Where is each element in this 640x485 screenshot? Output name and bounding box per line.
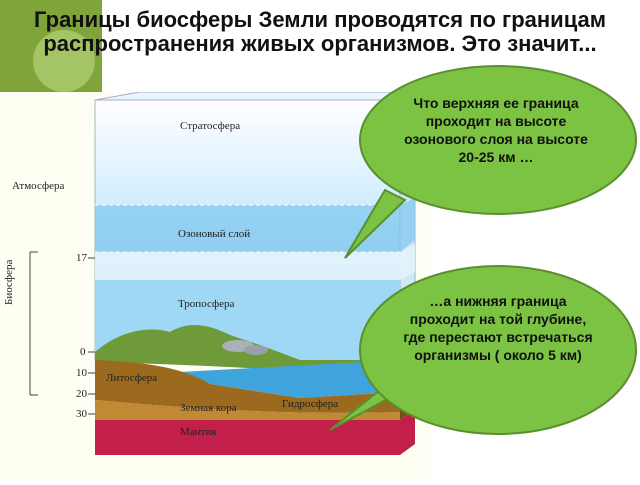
scale-10: 10 [76,367,87,379]
label-mantle: Мантия [180,426,217,438]
scale-20: 20 [76,388,87,400]
label-troposphere: Тропосфера [178,298,235,310]
label-ozone: Озоновый слой [178,228,251,240]
scale-0: 0 [80,346,86,358]
slide-title: Границы биосферы Земли проводятся по гра… [0,8,640,56]
title-line-1: Границы биосферы Земли проводятся по гра… [34,7,606,32]
label-hydrosphere: Гидросфера [282,398,339,410]
scale-17: 17 [76,252,87,264]
bubble-top-text: Что верхняя ее граница проходит на высот… [404,95,588,165]
scale-30: 30 [76,408,87,420]
label-atmosphere: Атмосфера [12,180,65,192]
title-line-2: распространения живых организмов. Это зн… [43,31,597,56]
label-stratosphere: Стратосфера [180,120,241,132]
label-lithosphere: Литосфера [106,372,158,384]
bubble-bottom-text: …а нижняя граница проходит на той глубин… [403,293,593,363]
biosphere-diagram: Стратосфера Атмосфера Озоновый слой Троп… [0,91,430,480]
label-crust: Земная кора [180,402,237,414]
corner-circle [33,30,95,92]
biosphere-illustration [29,91,416,455]
label-biosphere: Биосфера [3,259,15,305]
